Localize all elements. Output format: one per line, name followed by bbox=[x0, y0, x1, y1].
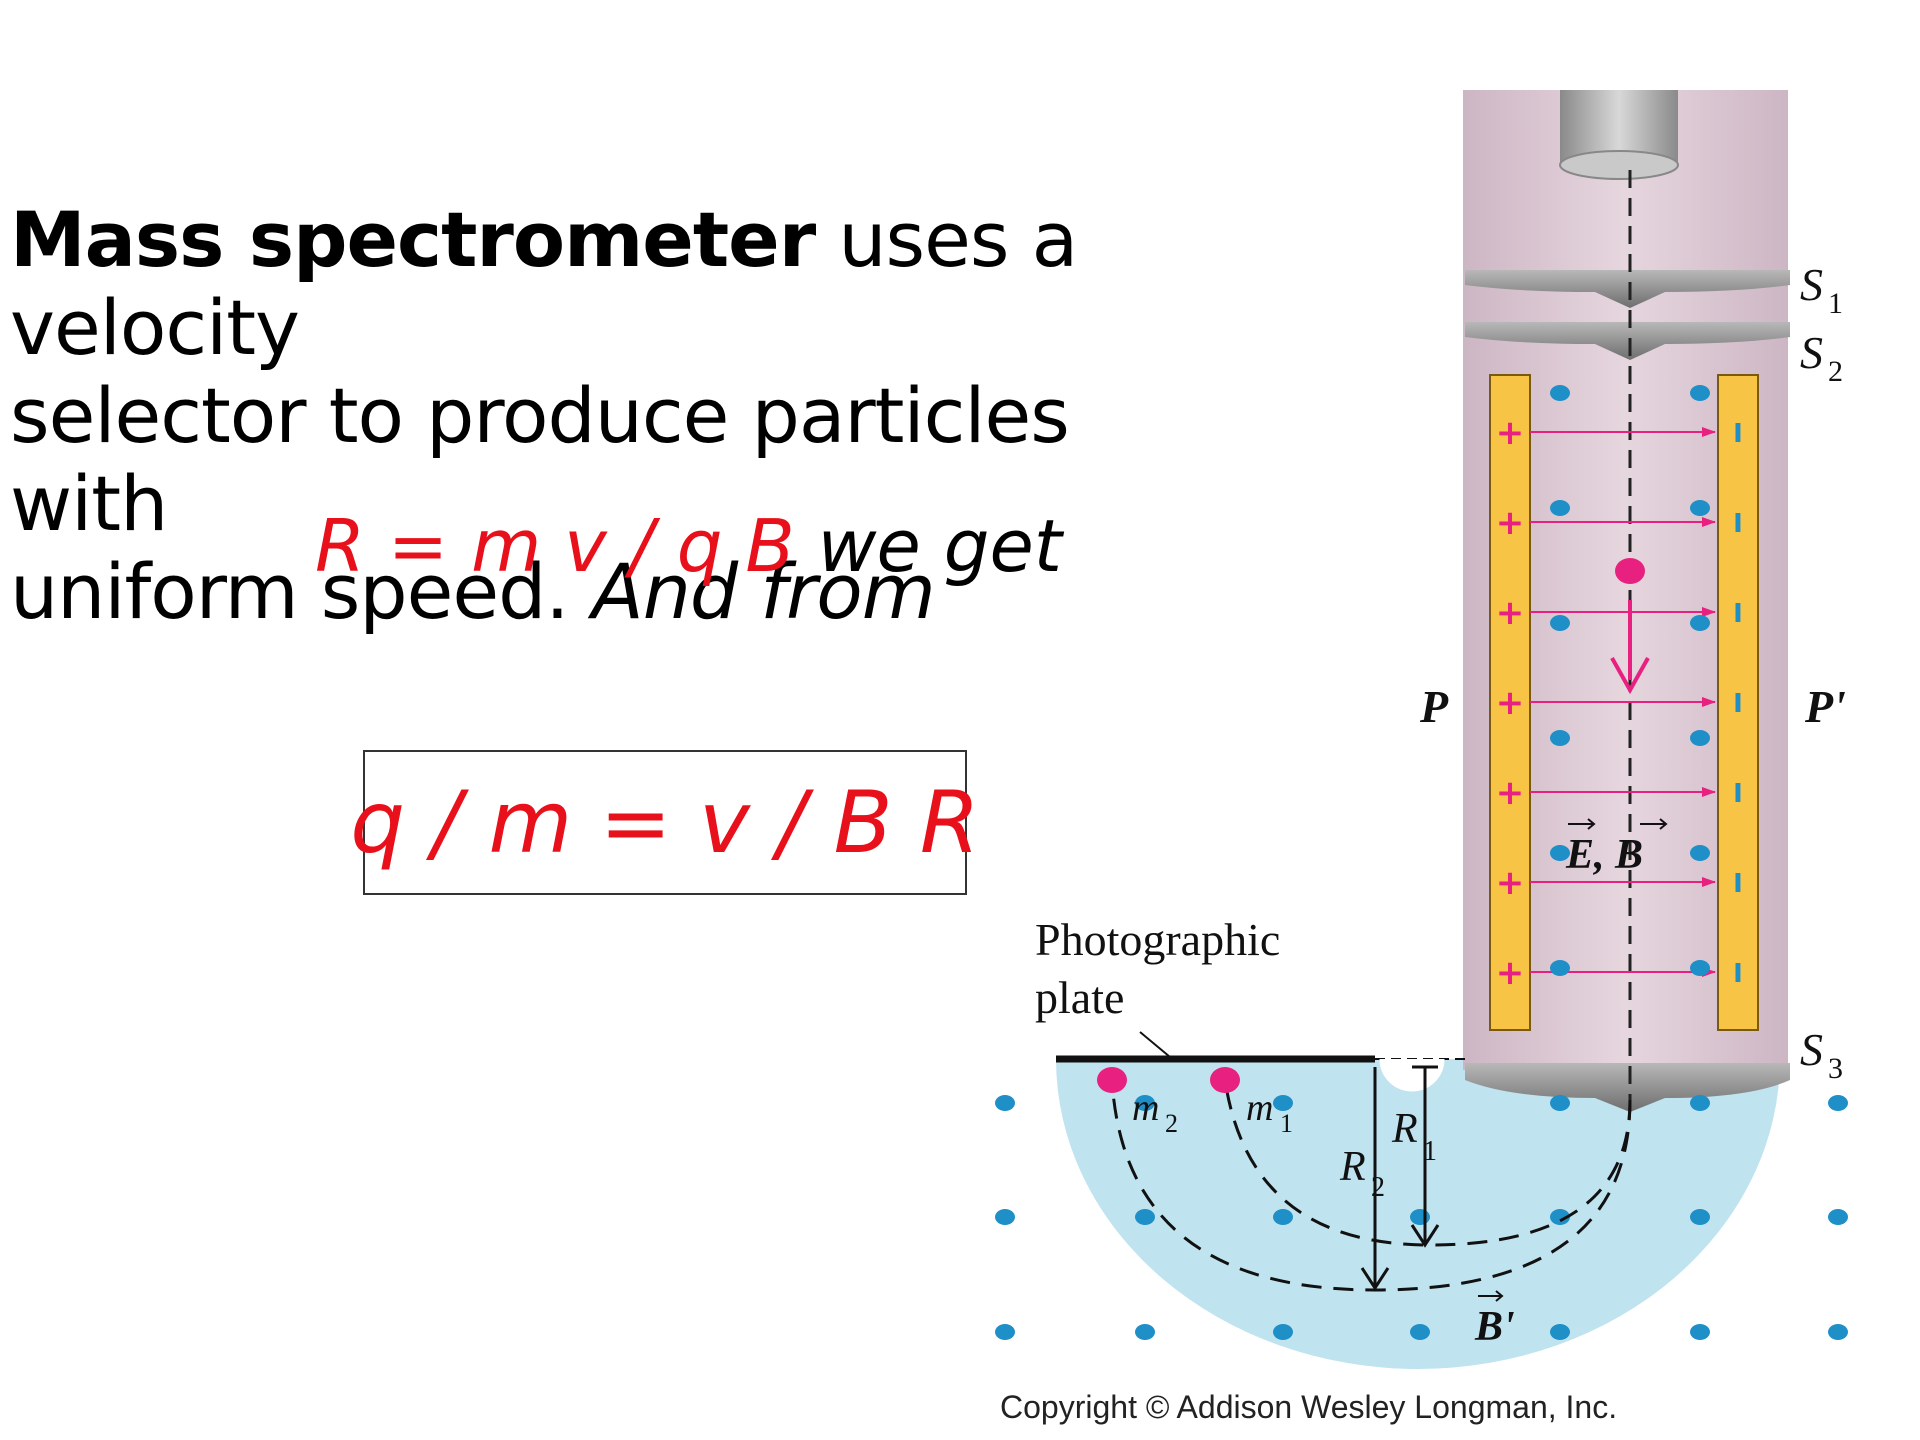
label-p-prime: P' bbox=[1804, 681, 1846, 732]
label-m1-sub: 1 bbox=[1280, 1109, 1293, 1138]
label-r1-sub: 1 bbox=[1423, 1136, 1437, 1167]
label-m2-sub: 2 bbox=[1165, 1109, 1178, 1138]
mass-m2-spot bbox=[1097, 1067, 1127, 1093]
plus-sign: + bbox=[1496, 773, 1525, 813]
line3-italic: And from bbox=[591, 547, 936, 636]
mass-m1-spot bbox=[1210, 1067, 1240, 1093]
boxed-formula: q / m = v / B R bbox=[350, 772, 980, 873]
line2: selector to produce particles with bbox=[10, 371, 1070, 548]
radius-formula: R = m v / q B bbox=[315, 504, 795, 588]
minus-signs: I I I I I I I bbox=[1733, 419, 1743, 989]
minus-sign: I bbox=[1733, 689, 1743, 719]
minus-sign: I bbox=[1733, 509, 1743, 539]
ion-particle bbox=[1615, 558, 1645, 584]
plate-leader bbox=[1139, 1031, 1171, 1058]
line1-rest: uses a velocity bbox=[10, 195, 1078, 372]
boxed-equation: q / m = v / B R bbox=[350, 750, 980, 895]
label-s1-sub: 1 bbox=[1828, 287, 1843, 320]
plate-negative bbox=[1717, 374, 1759, 1031]
label-plate-line1: Photographic bbox=[1035, 914, 1280, 965]
plus-sign: + bbox=[1496, 953, 1525, 993]
label-s2-sub: 2 bbox=[1828, 355, 1843, 388]
plus-sign: + bbox=[1496, 863, 1525, 903]
slit-s1 bbox=[1465, 270, 1790, 308]
minus-sign: I bbox=[1733, 869, 1743, 899]
line3: uniform speed. bbox=[10, 547, 570, 636]
label-p: P bbox=[1419, 681, 1449, 732]
copyright-text: Copyright © Addison Wesley Longman, Inc. bbox=[1000, 1389, 1617, 1425]
plus-sign: + bbox=[1496, 593, 1525, 633]
radius-equation: R = m v / q B we get bbox=[315, 504, 1062, 588]
label-plate-line2: plate bbox=[1035, 972, 1124, 1023]
plus-sign: + bbox=[1496, 413, 1525, 453]
label-m1: m bbox=[1246, 1087, 1273, 1129]
minus-sign: I bbox=[1733, 599, 1743, 629]
label-b-prime: B' bbox=[1474, 1304, 1515, 1350]
label-fields: E, B bbox=[1565, 832, 1643, 878]
plus-sign: + bbox=[1496, 683, 1525, 723]
magnetic-field-dots bbox=[995, 385, 1848, 1340]
label-s1: S bbox=[1800, 259, 1823, 310]
minus-sign: I bbox=[1733, 959, 1743, 989]
minus-sign: I bbox=[1733, 779, 1743, 809]
plate-positive bbox=[1489, 374, 1531, 1031]
label-m2: m bbox=[1132, 1087, 1159, 1129]
plus-sign: + bbox=[1496, 503, 1525, 543]
label-s3: S bbox=[1800, 1024, 1823, 1075]
label-s3-sub: 3 bbox=[1828, 1052, 1843, 1085]
label-r1: R bbox=[1391, 1106, 1418, 1152]
label-s2: S bbox=[1800, 327, 1823, 378]
plus-signs: + + + + + + + bbox=[1496, 413, 1525, 993]
slit-s2 bbox=[1465, 322, 1790, 360]
trajectory-m1 bbox=[1223, 1079, 1632, 1247]
label-r2-sub: 2 bbox=[1371, 1172, 1385, 1203]
label-r2: R bbox=[1339, 1144, 1366, 1190]
bold-lead: Mass spectrometer bbox=[10, 195, 816, 284]
minus-sign: I bbox=[1733, 419, 1743, 449]
radius-suffix: we get bbox=[794, 504, 1062, 588]
slit-s3 bbox=[1465, 1063, 1790, 1112]
